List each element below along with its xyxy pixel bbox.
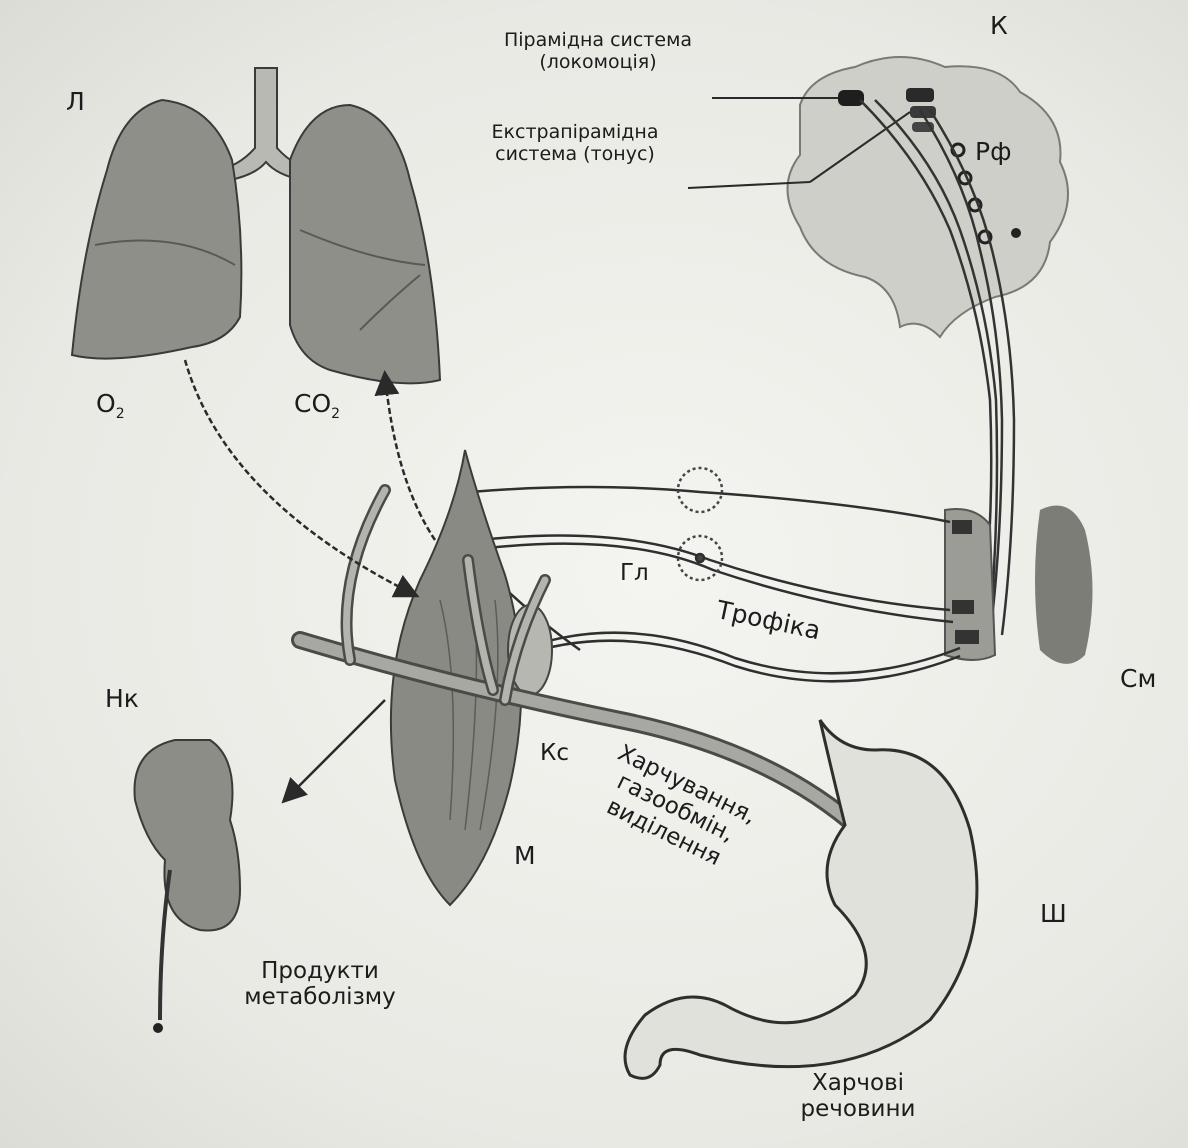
left-lung [72, 100, 241, 359]
extrapyramidal-nucleus [906, 88, 934, 102]
co2-arrow [385, 375, 435, 540]
reticular-formation-label: Рф [975, 138, 1011, 167]
co2-label: CO2 [294, 390, 340, 419]
cortex-label: К [990, 12, 1008, 41]
lungs-illustration [72, 68, 440, 383]
ganglion-label: Гл [620, 560, 649, 586]
nutrients-label: Харчові речовини [801, 1070, 916, 1123]
blood-vessel-label: Кс [540, 740, 569, 766]
pyramidal-nucleus [838, 90, 864, 106]
kidney-label: Нк [105, 685, 139, 714]
pyramidal-system-label: Пірамідна система (локомоція) [504, 30, 692, 74]
stomach-label: Ш [1040, 900, 1067, 929]
lungs-label: Л [66, 88, 85, 117]
right-lung [290, 105, 440, 383]
muscle-label: М [514, 842, 536, 871]
metabolism-arrow [285, 700, 385, 800]
kidney-illustration [135, 740, 241, 1033]
spinal-cord-label: См [1120, 665, 1156, 694]
blood-vessels [300, 490, 860, 830]
metabolism-products-label: Продукти метаболізму [244, 958, 396, 1011]
extrapyramidal-system-label: Екстрапірамідна система (тонус) [492, 122, 659, 166]
spinal-cord-illustration [945, 506, 1093, 664]
o2-label: O2 [96, 390, 125, 419]
